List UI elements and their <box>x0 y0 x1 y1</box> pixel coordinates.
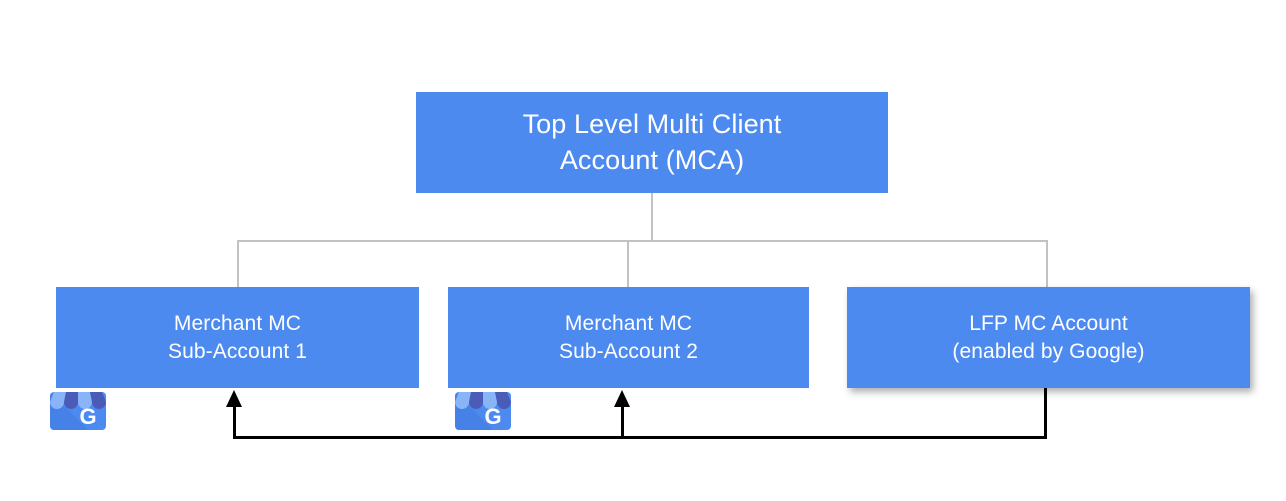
arrowhead-to-sub-account-1 <box>226 390 242 407</box>
feedback-line-riser-sub1 <box>233 404 236 438</box>
connector-mca-stem <box>651 193 653 242</box>
arrowhead-to-sub-account-2 <box>614 390 630 407</box>
google-business-profile-icon: G <box>447 364 519 436</box>
node-top-level-mca-line1: Top Level Multi Client <box>522 109 782 140</box>
node-top-level-mca[interactable]: Top Level Multi Client Account (MCA) <box>416 92 888 193</box>
node-merchant-sub-account-2-line2: Sub-Account 2 <box>558 339 699 363</box>
node-merchant-sub-account-1-line1: Merchant MC <box>173 312 302 336</box>
connector-drop-lfp <box>1046 240 1048 288</box>
connector-drop-sub2 <box>627 240 629 288</box>
node-top-level-mca-line2: Account (MCA) <box>559 144 745 175</box>
gbp-letter-g: G <box>484 404 501 429</box>
node-lfp-mc-account[interactable]: LFP MC Account (enabled by Google) <box>847 287 1250 388</box>
node-merchant-sub-account-1[interactable]: Merchant MC Sub-Account 1 <box>56 287 419 388</box>
gbp-letter-g: G <box>79 404 96 429</box>
connector-drop-sub1 <box>237 240 239 288</box>
feedback-line-riser-sub2 <box>621 404 624 438</box>
google-business-profile-icon: G <box>42 364 114 436</box>
node-merchant-sub-account-2[interactable]: Merchant MC Sub-Account 2 <box>448 287 809 388</box>
feedback-line-bus <box>233 436 1047 439</box>
node-merchant-sub-account-2-line1: Merchant MC <box>564 312 693 336</box>
node-lfp-mc-account-line2: (enabled by Google) <box>952 339 1145 363</box>
connector-horizontal-bus <box>237 240 1048 242</box>
node-merchant-sub-account-1-line2: Sub-Account 1 <box>167 339 308 363</box>
feedback-line-lfp-drop <box>1044 388 1047 439</box>
node-lfp-mc-account-line1: LFP MC Account <box>969 312 1128 336</box>
